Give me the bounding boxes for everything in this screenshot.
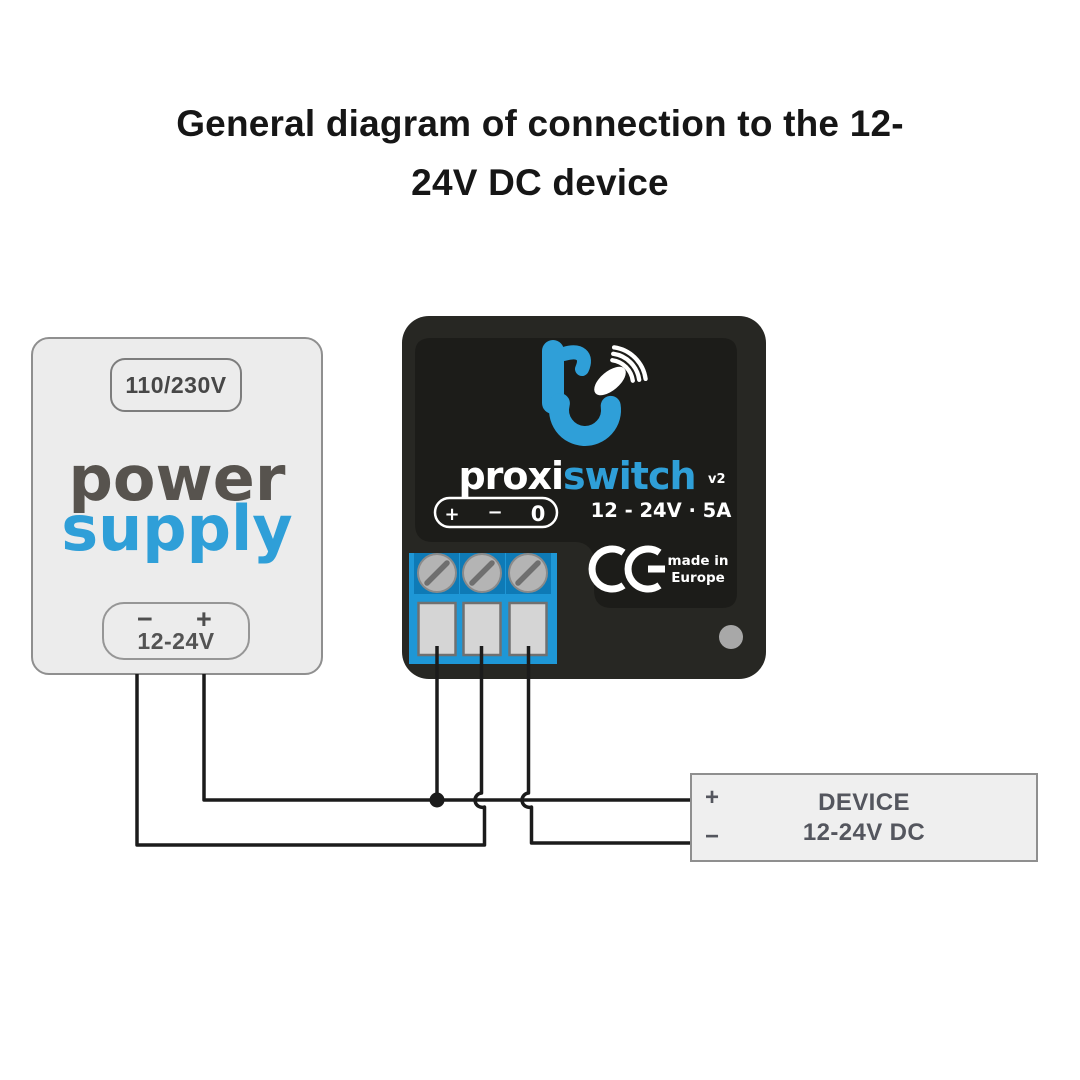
wire-positive xyxy=(202,674,690,802)
device-plus-label: + xyxy=(705,784,720,811)
switch-rating: 12 - 24V · 5A xyxy=(591,499,732,522)
blebox-b-logo-icon xyxy=(542,340,648,446)
power-supply-brand-bottom: supply xyxy=(61,492,293,565)
ce-mark-icon xyxy=(588,545,665,593)
page-title-line2: 24V DC device xyxy=(411,162,669,203)
device-box: + − DEVICE 12-24V DC xyxy=(690,773,1038,862)
made-in-line1: made in xyxy=(668,553,729,569)
screw-head-icon-3 xyxy=(508,553,548,593)
legend-plus: + xyxy=(444,504,459,525)
screw-head-icon-1 xyxy=(417,553,457,593)
power-supply-plus-label: + xyxy=(196,604,212,634)
page-title: General diagram of connection to the 12-… xyxy=(0,94,1080,212)
power-supply-output-rating: 12-24V xyxy=(137,628,215,654)
mounting-hole-icon xyxy=(719,625,743,649)
wave-2 xyxy=(611,351,642,382)
power-supply-output-pill: − + 12-24V xyxy=(102,602,250,660)
logo-flag xyxy=(557,345,591,376)
ce-letter-e-arc xyxy=(624,545,662,593)
proxiswitch-brand: proxiswitch xyxy=(458,454,695,498)
wave-3 xyxy=(611,345,648,382)
brand-proxi: proxi xyxy=(458,454,563,498)
power-supply-brand-top: power xyxy=(68,442,286,515)
legend-minus: − xyxy=(487,502,502,523)
wire-slot-1 xyxy=(417,601,457,657)
wireless-waves-icon xyxy=(610,345,648,383)
legend-outline xyxy=(433,496,559,529)
proxiswitch-panel xyxy=(415,338,737,608)
made-in-line2: Europe xyxy=(671,570,725,586)
device-label: DEVICE 12-24V DC xyxy=(692,788,1036,848)
wire-slot-2 xyxy=(462,601,502,657)
wire-junction-dot xyxy=(429,792,445,808)
screw-head-icon-2 xyxy=(462,553,502,593)
device-label-line2: 12-24V DC xyxy=(802,819,926,846)
power-supply-input-rating: 110/230V xyxy=(125,371,227,398)
device-label-line1: DEVICE xyxy=(818,789,910,816)
power-supply-box: 110/230V power supply − + 12-24V xyxy=(31,337,323,675)
wave-1 xyxy=(610,358,635,383)
power-supply-minus-label: − xyxy=(137,604,153,634)
legend-zero: 0 xyxy=(531,502,546,526)
brand-switch: switch xyxy=(563,454,696,498)
page-title-line1: General diagram of connection to the 12- xyxy=(176,103,904,144)
logo-bowl xyxy=(549,393,621,446)
terminal-legend-pill: + − 0 xyxy=(433,496,559,529)
ce-letter-c xyxy=(588,545,626,593)
proxiswitch-module: proxiswitch v2 + − 0 12 - 24V · 5A made … xyxy=(402,316,766,679)
brand-version: v2 xyxy=(708,472,726,487)
wire-slot-3 xyxy=(508,601,548,657)
device-minus-label: − xyxy=(705,823,720,850)
power-supply-input-pill: 110/230V xyxy=(110,358,242,412)
logo-leaf xyxy=(594,366,626,396)
terminal-block xyxy=(409,553,557,664)
